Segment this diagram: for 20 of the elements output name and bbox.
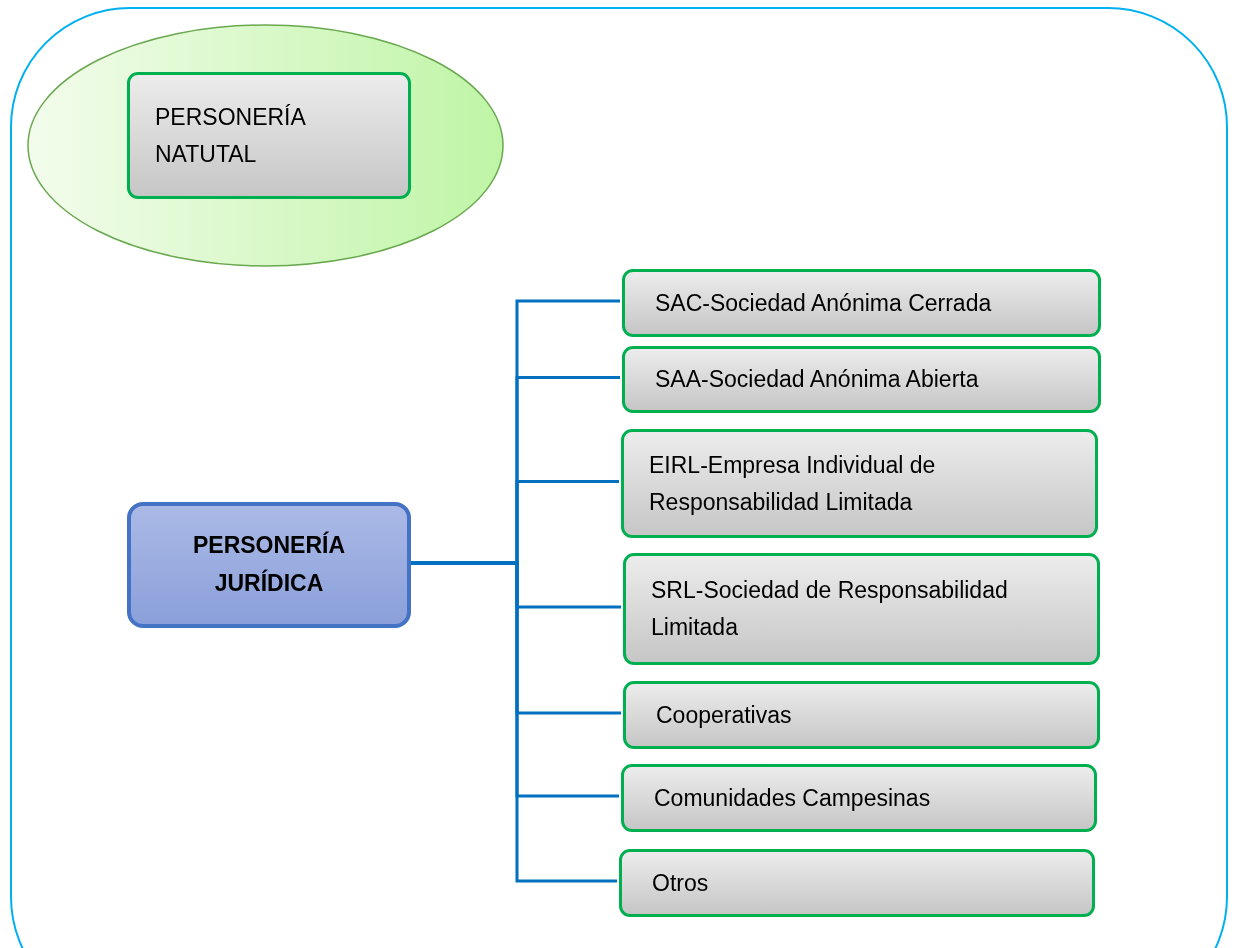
type-box (622, 269, 1101, 337)
node-text: SAA-Sociedad Anónima Abierta (655, 365, 979, 395)
type-box (619, 849, 1095, 917)
node-text: SAC-Sociedad Anónima Cerrada (655, 288, 992, 318)
type-box (621, 429, 1098, 538)
type-box (623, 553, 1100, 665)
node-text: Otros (652, 868, 709, 898)
type-box (127, 72, 411, 199)
node-text: Comunidades Campesinas (654, 783, 931, 813)
ellipse-shape (27, 24, 504, 267)
type-box (622, 346, 1101, 413)
category-box (127, 502, 411, 628)
node-text: EIRL-Empresa Individual de Responsabilidad Limitada (649, 450, 937, 517)
node-text: PERSONERÍA NATUTAL (155, 102, 307, 169)
type-box (621, 764, 1097, 832)
node-text: PERSONERÍA JURÍDICA (191, 530, 347, 598)
type-box (623, 681, 1100, 749)
node-text: Cooperativas (656, 700, 792, 730)
node-text: SRL-Sociedad de Responsabilidad Limitada (651, 576, 1009, 642)
container-frame (10, 7, 1228, 948)
